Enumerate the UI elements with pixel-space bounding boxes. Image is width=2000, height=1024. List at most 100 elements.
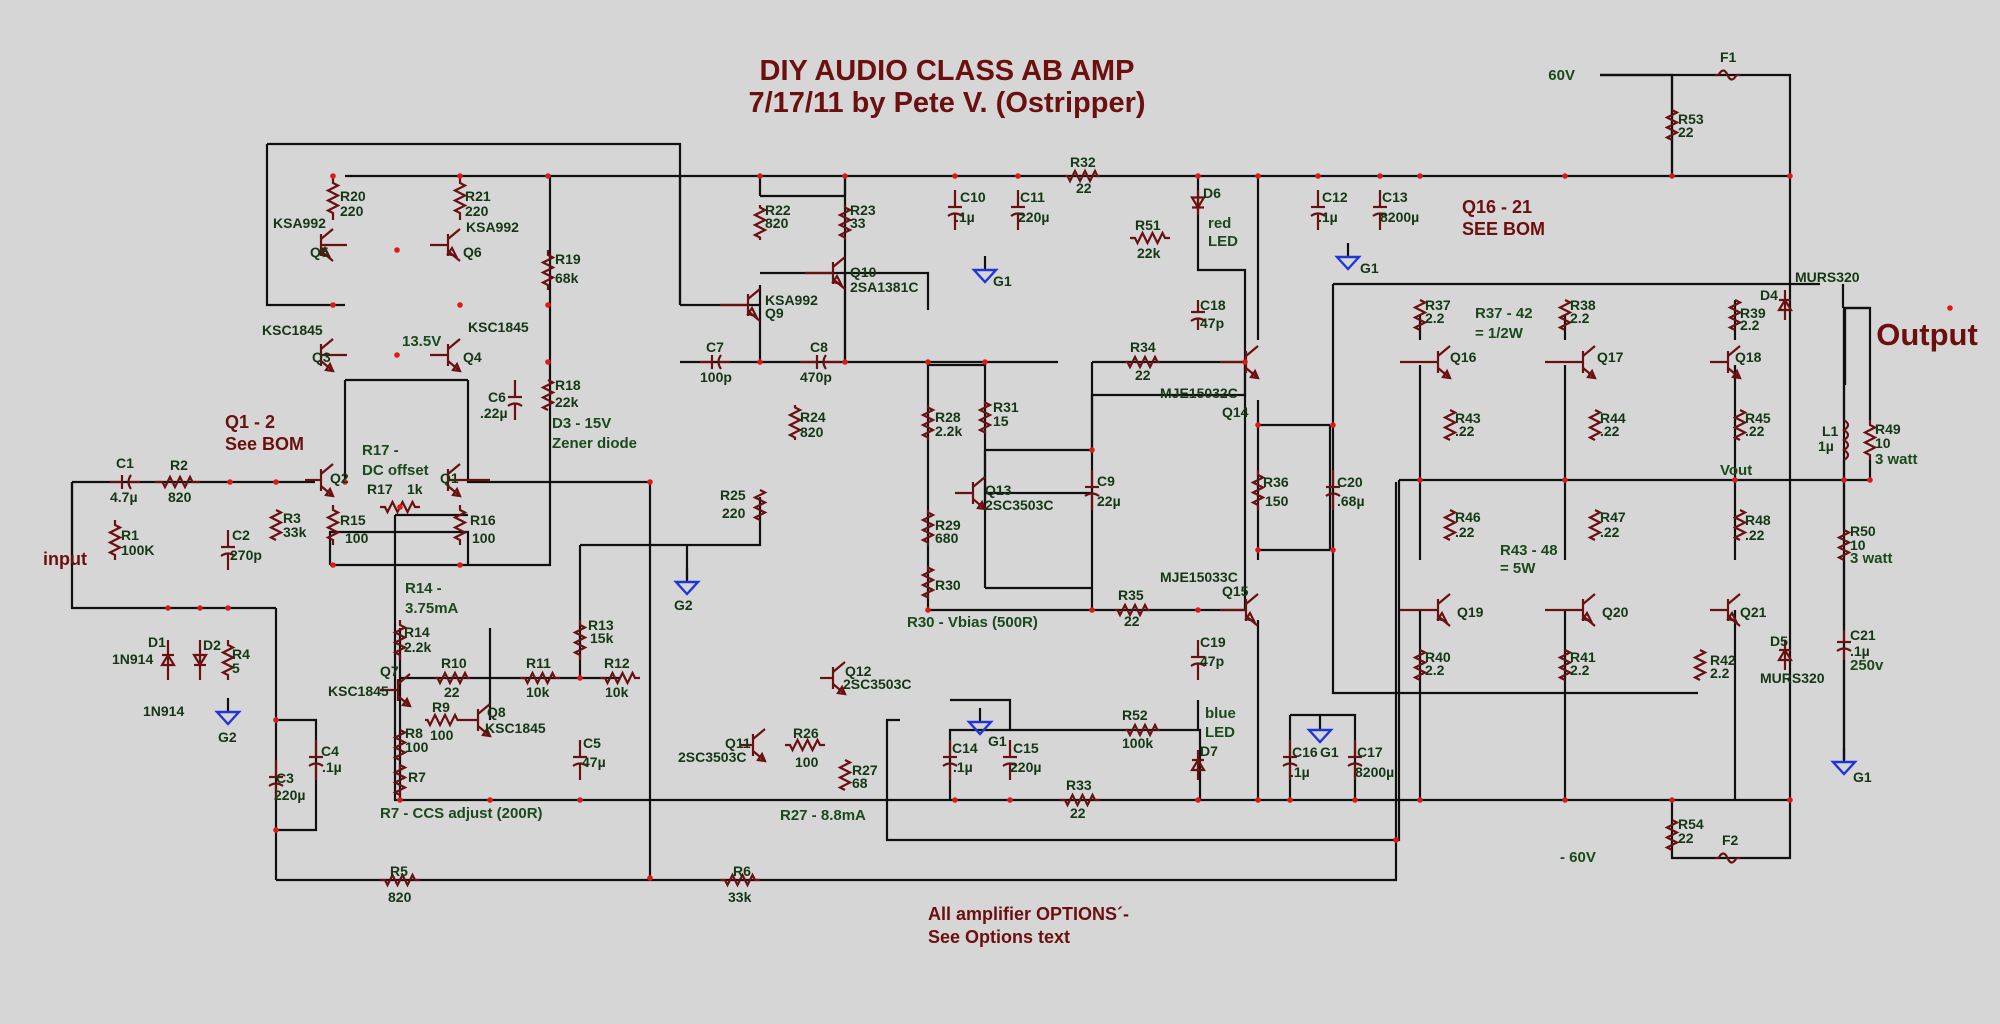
component-label: C4 bbox=[321, 743, 339, 759]
G1-ground bbox=[1830, 748, 1858, 776]
component-label: KSA992 bbox=[765, 292, 818, 308]
component-label: 68k bbox=[555, 270, 579, 286]
component-label: G2 bbox=[218, 729, 237, 745]
component-label: R44 bbox=[1600, 410, 1626, 426]
junction-dot bbox=[842, 173, 848, 179]
component-label: 820 bbox=[388, 889, 412, 905]
led-note: blue bbox=[1205, 705, 1236, 722]
wire bbox=[845, 271, 930, 310]
R53-resistor bbox=[1664, 109, 1680, 141]
R28-resistor bbox=[920, 405, 936, 440]
component-label: 33 bbox=[850, 215, 866, 231]
component-label: G1 bbox=[993, 273, 1012, 289]
component-label: C15 bbox=[1013, 740, 1039, 756]
junction-dot bbox=[1787, 173, 1793, 179]
R9-resistor bbox=[425, 712, 460, 728]
component-label: Q15 bbox=[1222, 583, 1249, 599]
negative-rail-label: - 60V bbox=[1560, 849, 1596, 866]
r14-note: R14 - bbox=[405, 580, 442, 597]
component-label: 47p bbox=[1200, 315, 1224, 331]
Q4-transistor bbox=[430, 338, 462, 373]
R4-resistor bbox=[220, 640, 236, 680]
component-label: 22 bbox=[1135, 367, 1151, 383]
component-label: Q20 bbox=[1602, 604, 1629, 620]
R26-resistor bbox=[785, 737, 825, 753]
options-note: See Options text bbox=[928, 927, 1070, 947]
component-label: 5 bbox=[232, 660, 240, 676]
junction-dot bbox=[1195, 797, 1201, 803]
component-label: 22µ bbox=[1097, 493, 1121, 509]
component-label: R12 bbox=[604, 655, 630, 671]
component-label: G2 bbox=[674, 597, 693, 613]
component-label: G1 bbox=[1853, 769, 1872, 785]
c21-note: 250v bbox=[1850, 657, 1884, 674]
R2-resistor bbox=[155, 474, 200, 490]
component-label: 33k bbox=[728, 889, 752, 905]
component-label: Q3 bbox=[312, 349, 331, 365]
component-label: Q17 bbox=[1597, 349, 1624, 365]
junction-dot bbox=[457, 562, 463, 568]
R41-resistor bbox=[1557, 649, 1573, 681]
R31-resistor bbox=[977, 400, 993, 435]
component-label: R5 bbox=[390, 863, 408, 879]
Q17-transistor bbox=[1545, 345, 1597, 380]
R49-resistor bbox=[1862, 420, 1878, 460]
junction-dot bbox=[1417, 173, 1423, 179]
component-label: Q12 bbox=[845, 663, 872, 679]
Q18-transistor bbox=[1710, 345, 1742, 380]
R37-resistor bbox=[1412, 299, 1428, 331]
junction-dot bbox=[330, 173, 336, 179]
Q7-transistor bbox=[380, 673, 412, 708]
component-label: .22 bbox=[1745, 423, 1765, 439]
junction-dot bbox=[1669, 173, 1675, 179]
G2-ground bbox=[673, 568, 701, 596]
component-label: 8200µ bbox=[1355, 764, 1394, 780]
junction-dot bbox=[952, 797, 958, 803]
component-label: R46 bbox=[1455, 509, 1481, 525]
component-label: G1 bbox=[1320, 744, 1339, 760]
component-label: 2.2 bbox=[1425, 310, 1445, 326]
junction-dot bbox=[1195, 607, 1201, 613]
component-label: Q21 bbox=[1740, 604, 1767, 620]
wire bbox=[758, 305, 1058, 364]
component-label: C18 bbox=[1200, 297, 1226, 313]
ground-symbols bbox=[214, 243, 1858, 776]
component-label: R23 bbox=[850, 202, 876, 218]
R19-resistor bbox=[540, 250, 556, 290]
R47-resistor bbox=[1587, 509, 1603, 541]
R52-resistor bbox=[1125, 722, 1160, 738]
wire bbox=[1196, 176, 1247, 362]
R42-resistor bbox=[1692, 649, 1708, 681]
component-label: 2.2 bbox=[1570, 310, 1590, 326]
component-label: .22 bbox=[1600, 423, 1620, 439]
junction-dot bbox=[952, 173, 958, 179]
component-label: 2.2k bbox=[935, 423, 962, 439]
C5-capacitor bbox=[572, 740, 588, 780]
r30-note: R30 - Vbias (500R) bbox=[907, 614, 1038, 631]
junction-dot bbox=[1255, 547, 1261, 553]
component-label: Q14 bbox=[1222, 404, 1249, 420]
component-label: 33k bbox=[283, 524, 307, 540]
component-label: R50 bbox=[1850, 523, 1876, 539]
component-label: Q9 bbox=[765, 305, 784, 321]
component-label: .1µ bbox=[1850, 643, 1870, 659]
C10-capacitor bbox=[947, 190, 963, 230]
component-label: 220 bbox=[340, 203, 364, 219]
component-label: .22 bbox=[1600, 524, 1620, 540]
Q15-transistor bbox=[1220, 593, 1259, 627]
R39-resistor bbox=[1727, 299, 1743, 331]
C4-capacitor bbox=[308, 740, 324, 780]
component-label: 100p bbox=[700, 369, 732, 385]
Q16-transistor bbox=[1400, 345, 1452, 380]
r50-note: 3 watt bbox=[1850, 550, 1893, 567]
component-label: .1µ bbox=[955, 209, 975, 225]
D7-led bbox=[1190, 750, 1206, 780]
junction-dot bbox=[925, 607, 931, 613]
Q3-transistor bbox=[319, 338, 347, 373]
component-label: 220µ bbox=[1018, 209, 1049, 225]
junction-dot bbox=[1417, 797, 1423, 803]
component-label: .1µ bbox=[953, 759, 973, 775]
component-label: 2.2 bbox=[1425, 662, 1445, 678]
G1-ground bbox=[966, 708, 994, 736]
component-label: 100 bbox=[405, 739, 429, 755]
